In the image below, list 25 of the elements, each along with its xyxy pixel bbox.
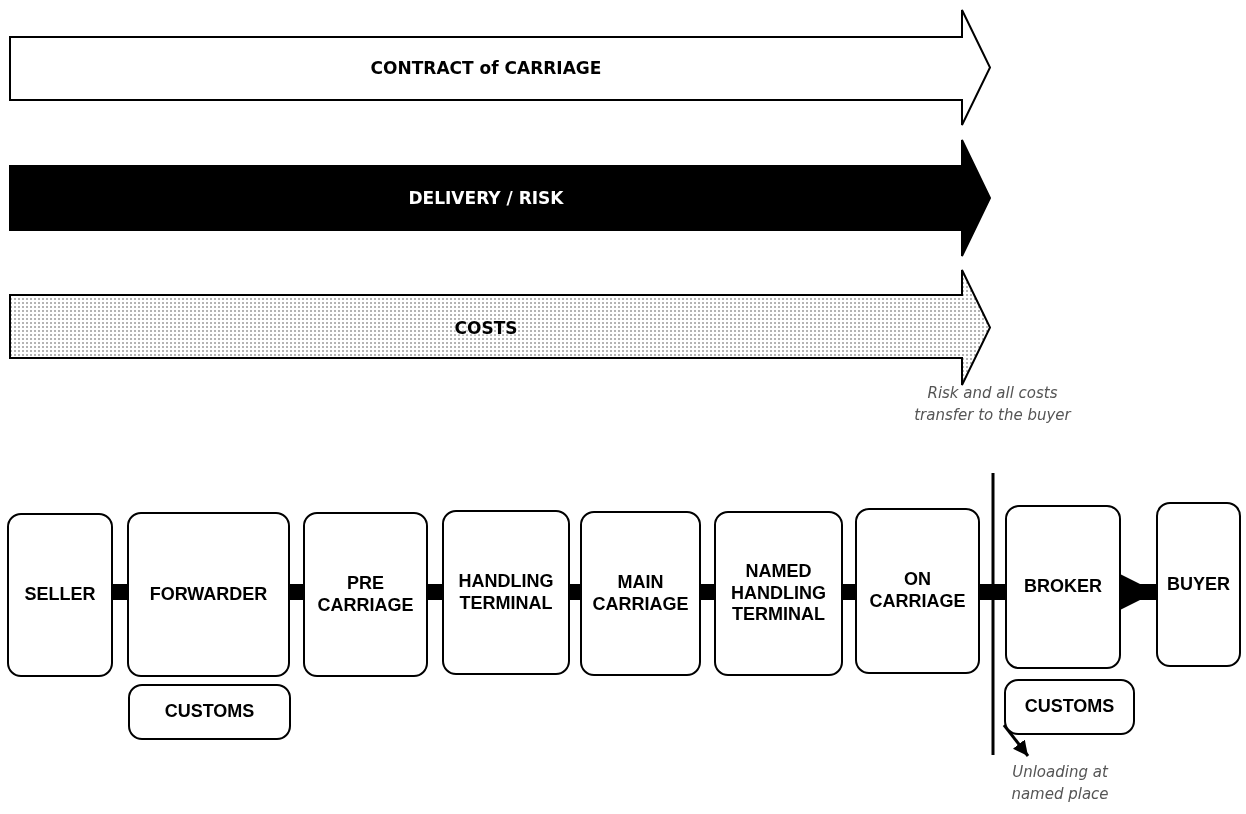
process-box: MAIN CARRIAGE [580, 511, 701, 676]
band-label: CONTRACT of CARRIAGE [370, 57, 602, 78]
connector-bar [570, 584, 580, 600]
process-box: NAMED HANDLING TERMINAL [714, 511, 843, 676]
connector-bar [701, 584, 714, 600]
process-box: ON CARRIAGE [855, 508, 980, 674]
process-box: BROKER [1005, 505, 1121, 669]
process-box: BUYER [1156, 502, 1241, 667]
arrow [1002, 724, 1030, 757]
process-box: FORWARDER [127, 512, 290, 677]
process-box: CUSTOMS [1004, 679, 1135, 735]
process-box: SELLER [7, 513, 113, 677]
connector-bar [1120, 574, 1156, 610]
note-text: Unloading at named place [985, 762, 1135, 810]
connector-bar [428, 584, 442, 600]
note-text: Risk and all costs transfer to the buyer [913, 383, 1073, 426]
band-label: DELIVERY / RISK [408, 188, 564, 208]
connector-bar [980, 584, 1005, 600]
connector-bar [290, 584, 303, 600]
process-box: PRE CARRIAGE [303, 512, 428, 677]
band-label: COSTS [454, 317, 518, 338]
connector-bar [843, 584, 855, 600]
process-box: HANDLING TERMINAL [442, 510, 570, 675]
connector-bar [113, 584, 127, 600]
process-box: CUSTOMS [128, 684, 291, 740]
